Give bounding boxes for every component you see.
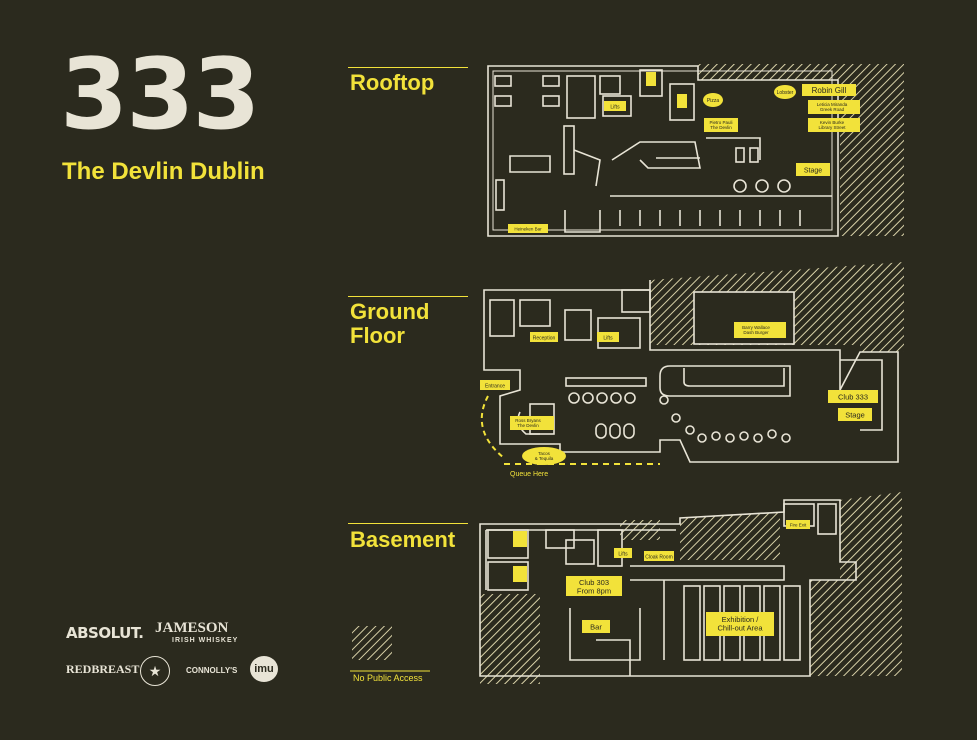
jameson-subtitle: IRISH WHISKEY <box>172 637 239 644</box>
basement-toilet-icon <box>513 531 527 547</box>
rooftop-lifts-label: Lifts <box>610 105 620 111</box>
ground-lifts-label: Lifts <box>603 336 613 342</box>
no-access-legend-swatch <box>352 626 392 660</box>
exhibition-label: Exhibition /Chill-out Area <box>717 615 763 633</box>
basement-no-access-area <box>680 512 780 560</box>
rooftop-stage-label: Stage <box>804 168 822 175</box>
tacos-label: Tacos& Tequila <box>535 451 554 461</box>
lobster-label: Lobster <box>777 90 794 96</box>
fire-exit-label: Fire Exit <box>790 523 807 528</box>
basement-toilet-icon <box>513 566 527 582</box>
ground-plan <box>480 262 904 465</box>
basement-no-access-area <box>810 492 902 676</box>
ground-stage-label: Stage <box>845 411 865 420</box>
heineken-bar-label: Heineken Bar <box>514 227 542 232</box>
venue-title: The Devlin Dublin <box>62 158 265 185</box>
basement-no-access-area <box>480 594 540 684</box>
no-public-access-label: No Public Access <box>353 673 423 683</box>
queue-here-label: Queue Here <box>510 471 548 478</box>
entrance-label: Entrance <box>485 384 505 390</box>
reception-label: Reception <box>533 336 556 342</box>
redbreast-logo: REDBREAST <box>66 662 140 676</box>
basement-plan <box>479 492 902 684</box>
star-badge-logo: ★ <box>140 656 170 686</box>
event-logo: 333 <box>60 38 261 152</box>
imu-logo: imu <box>250 656 278 682</box>
cloak-room-label: Cloak Room <box>645 555 673 561</box>
ground-title-line2: Floor <box>350 323 405 348</box>
basement-lifts-label: Lifts <box>618 552 628 558</box>
rooftop-title: Rooftop <box>350 70 435 95</box>
basement-bar-label: Bar <box>590 623 602 632</box>
ground-rule <box>348 296 468 297</box>
robin-gill-label: Robin Gill <box>812 86 847 95</box>
rooftop-labels: Lifts Pizza Lobster Robin Gill Leticia M… <box>508 72 860 233</box>
rooftop-toilet-icon <box>677 94 687 108</box>
jameson-logo: JAMESON <box>155 620 229 636</box>
basement-rule <box>348 523 468 524</box>
rooftop-rule <box>348 67 468 68</box>
basement-title: Basement <box>350 527 456 552</box>
connollys-logo: CONNOLLY'S <box>186 666 238 675</box>
club-333-label: Club 333 <box>838 393 868 402</box>
absolut-logo: ABSOLUT. <box>66 624 144 642</box>
rooftop-toilet-icon <box>646 72 656 86</box>
ground-title-line1: Ground <box>350 299 430 324</box>
pizza-label: Pizza <box>707 98 719 104</box>
